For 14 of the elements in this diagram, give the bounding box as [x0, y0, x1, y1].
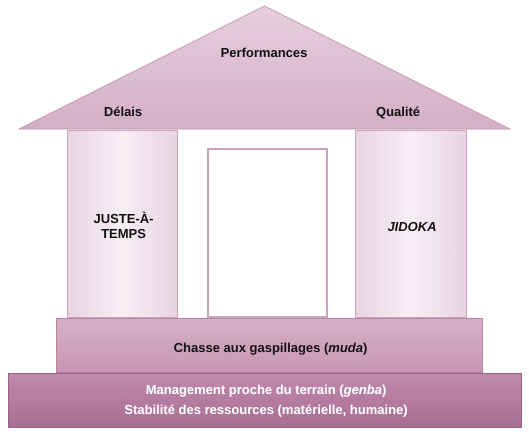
foundation-step	[56, 318, 483, 373]
pillar	[355, 130, 467, 318]
roof	[18, 5, 511, 130]
roof-title: Performances	[220, 45, 308, 60]
pillar-label: JUSTE-À-TEMPS	[92, 211, 154, 241]
base-label: Stabilité des ressources (matérielle, humaine)	[123, 402, 409, 417]
pillar-label: JIDOKA	[386, 219, 438, 234]
roof-label: Délais	[102, 104, 144, 119]
roof-label: Qualité	[374, 104, 422, 119]
base-step	[8, 373, 522, 428]
pillar	[67, 130, 178, 318]
foundation-label: Chasse aux gaspillages (muda)	[172, 340, 368, 355]
base-label: Management proche du terrain (genba)	[144, 382, 388, 397]
opening-box	[207, 148, 328, 318]
